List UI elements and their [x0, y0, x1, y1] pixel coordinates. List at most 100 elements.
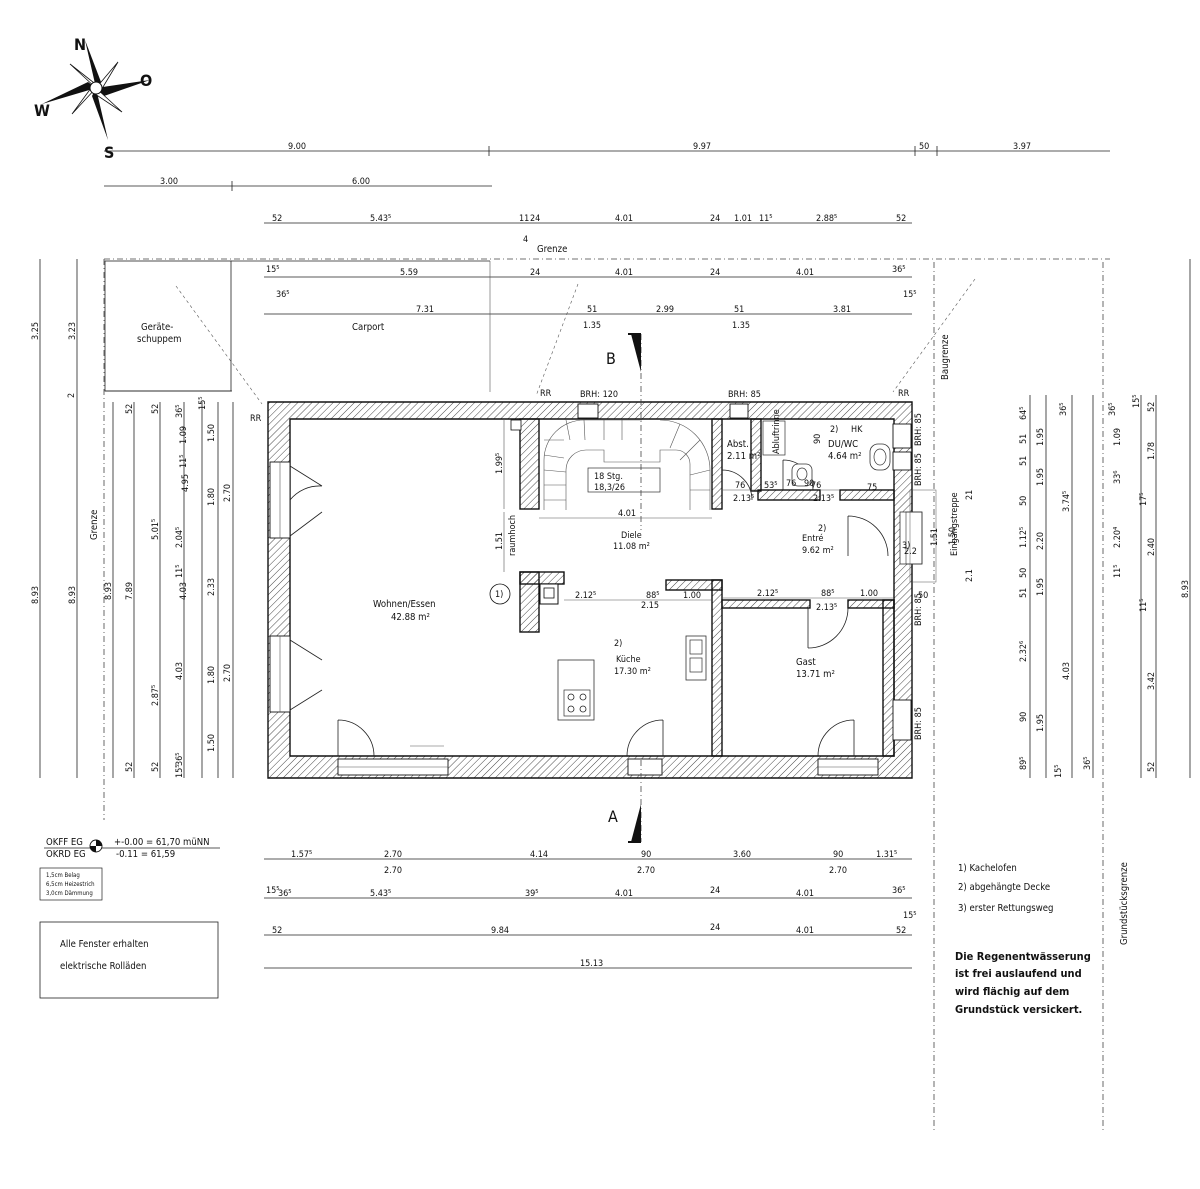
dim-label: 52: [1147, 762, 1157, 772]
dim-label: 3.25: [31, 322, 41, 340]
dim-chain-bottom-1: 1.57⁵ 2.70 4.14 90 3.60 90 1.31⁵ 2.70 2.…: [264, 850, 912, 876]
dim-label: 36⁵: [1108, 402, 1118, 416]
okrd-value: -0.11 = 61,59: [116, 849, 175, 860]
section-a-label: A: [608, 807, 618, 826]
dim-label: 2.70: [829, 866, 847, 876]
room-abst-name: Abst.: [727, 439, 749, 450]
dim-label: 4.01: [615, 889, 633, 899]
dim-label: 90: [833, 850, 843, 860]
dim-label: 52: [896, 214, 906, 224]
dim-label: 6.00: [352, 177, 370, 187]
dim-label: 9.84: [491, 926, 509, 936]
room-diele-name: Diele: [621, 531, 642, 541]
dim-label: 76: [811, 481, 821, 491]
room-wohnen-name: Wohnen/Essen: [373, 599, 436, 610]
room-gast-name: Gast: [796, 657, 816, 668]
dim-label: 51: [587, 305, 597, 315]
dim-label: 1.09: [1113, 428, 1123, 446]
dim-label: 90: [813, 434, 823, 444]
dim-label: 52: [1147, 402, 1157, 412]
dim-label: 1.95: [1036, 578, 1046, 596]
dim-label: 50: [1019, 568, 1029, 578]
dim-label: 1.51: [930, 528, 940, 546]
fenster-note-box: [39, 921, 219, 999]
dim-label: 1.95: [1036, 428, 1046, 446]
dim-label: 53⁵: [764, 481, 778, 491]
dim-label: 90: [641, 850, 651, 860]
dim-label: 24: [530, 214, 540, 224]
dim-label: 1.35: [732, 321, 750, 331]
dim-label: 3.42: [1147, 672, 1157, 690]
dim-chain-top-3: 52 5.43⁵ 11 24 4.01 24 1.01 11⁵ 2.88⁵ 52…: [264, 214, 912, 245]
dim-label: 1.50: [207, 424, 217, 442]
dim-label: 1.31⁵: [876, 850, 897, 860]
bathroom-fixtures: Abluftrinne HK: [762, 409, 891, 487]
dim-label: 2.70: [637, 866, 655, 876]
abluftrinne-label: Abluftrinne: [772, 409, 782, 454]
brh-label: BRH: 85: [914, 453, 924, 486]
room-entre-name: Entré: [802, 533, 824, 544]
dim-label: 2.87⁵: [151, 685, 161, 706]
dim-label: 3.60: [733, 850, 751, 860]
dim-label: 2.70: [384, 850, 402, 860]
dim-label: 36⁵: [276, 290, 290, 300]
dim-label: 2.13⁵: [813, 494, 834, 504]
room-kueche-name: Küche: [616, 655, 641, 665]
entrance-steps: Eingangstreppe: [899, 489, 960, 583]
grenze-left-label: Grenze: [89, 510, 100, 540]
dim-label: 2: [67, 393, 77, 398]
dim-chain-top-1: 9.00 9.97 50 3.97: [104, 142, 1110, 156]
dim-label: 4.01: [796, 889, 814, 899]
rain-note-line: Die Regenentwässerung: [955, 950, 1091, 963]
grenze-top-label: Grenze: [537, 244, 567, 255]
dim-label: 15⁵: [1132, 394, 1142, 408]
legend-item: 2) abgehängte Decke: [958, 882, 1050, 893]
dim-label: 9.97: [693, 142, 711, 152]
doors: [289, 459, 889, 757]
dim-label: 5.43⁵: [370, 889, 391, 899]
dim-label: 2.12⁵: [757, 589, 778, 599]
room-wohnen-area: 42.88 m²: [391, 612, 430, 623]
shed-label-2: schuppem: [137, 334, 181, 345]
room-labels: Wohnen/Essen 42.88 m² Diele 11.08 m² 2) …: [373, 425, 862, 680]
note3-label: 3): [902, 541, 910, 551]
dim-label: 17⁵: [1139, 492, 1149, 506]
dim-label: 90: [1019, 712, 1029, 722]
dim-label: 1.50: [948, 527, 958, 545]
dim-label: 1.12⁵: [1019, 527, 1029, 548]
dim-label: 7.89: [125, 582, 135, 600]
dim-chain-right: 64⁵ 51 51 50 1.12⁵ 50 51 2.32⁶ 90 89⁵ 1.…: [1019, 259, 1191, 778]
dim-label: 50: [919, 142, 929, 152]
room-abst-area: 2.11 m²: [727, 451, 761, 462]
legend: 1) Kachelofen 2) abgehängte Decke 3) ers…: [958, 863, 1053, 914]
dim-label: 51: [1019, 434, 1029, 444]
room-kueche-note: 2): [614, 639, 622, 649]
dim-label: 52: [125, 404, 135, 414]
dim-label: 36⁵: [892, 886, 906, 896]
section-b-label: B: [606, 349, 616, 368]
dim-label: 4.01: [615, 214, 633, 224]
kitchen-fixtures: [410, 635, 707, 747]
room-dwc-area: 4.64 m²: [828, 451, 862, 462]
dim-label: 33⁶: [1113, 470, 1123, 484]
dim-label: 3.00: [160, 177, 178, 187]
dim-label: 88⁵: [821, 589, 835, 599]
raumhoch-label: raumhoch: [508, 515, 518, 556]
dim-label: 2.20: [1036, 532, 1046, 550]
shed-label-1: Geräte-: [141, 322, 173, 333]
dim-label: 1.80: [207, 488, 217, 506]
dim-label: 1.51: [495, 532, 505, 550]
dim-label: 36⁵: [175, 752, 185, 766]
dim-label: 7.31: [416, 305, 434, 315]
dim-label: 88⁵: [646, 591, 660, 601]
dim-label: 1.57⁵: [291, 850, 312, 860]
dim-label: 1.80: [207, 666, 217, 684]
dim-label: 5.01⁵: [151, 519, 161, 540]
dim-label: 52: [272, 926, 282, 936]
rain-note-line: ist frei auslaufend und: [955, 967, 1082, 980]
dim-label: 51: [1019, 456, 1029, 466]
dim-label: 15.13: [580, 959, 603, 969]
dim-label: 15⁵: [903, 911, 917, 921]
dim-label: 39⁵: [525, 889, 539, 899]
